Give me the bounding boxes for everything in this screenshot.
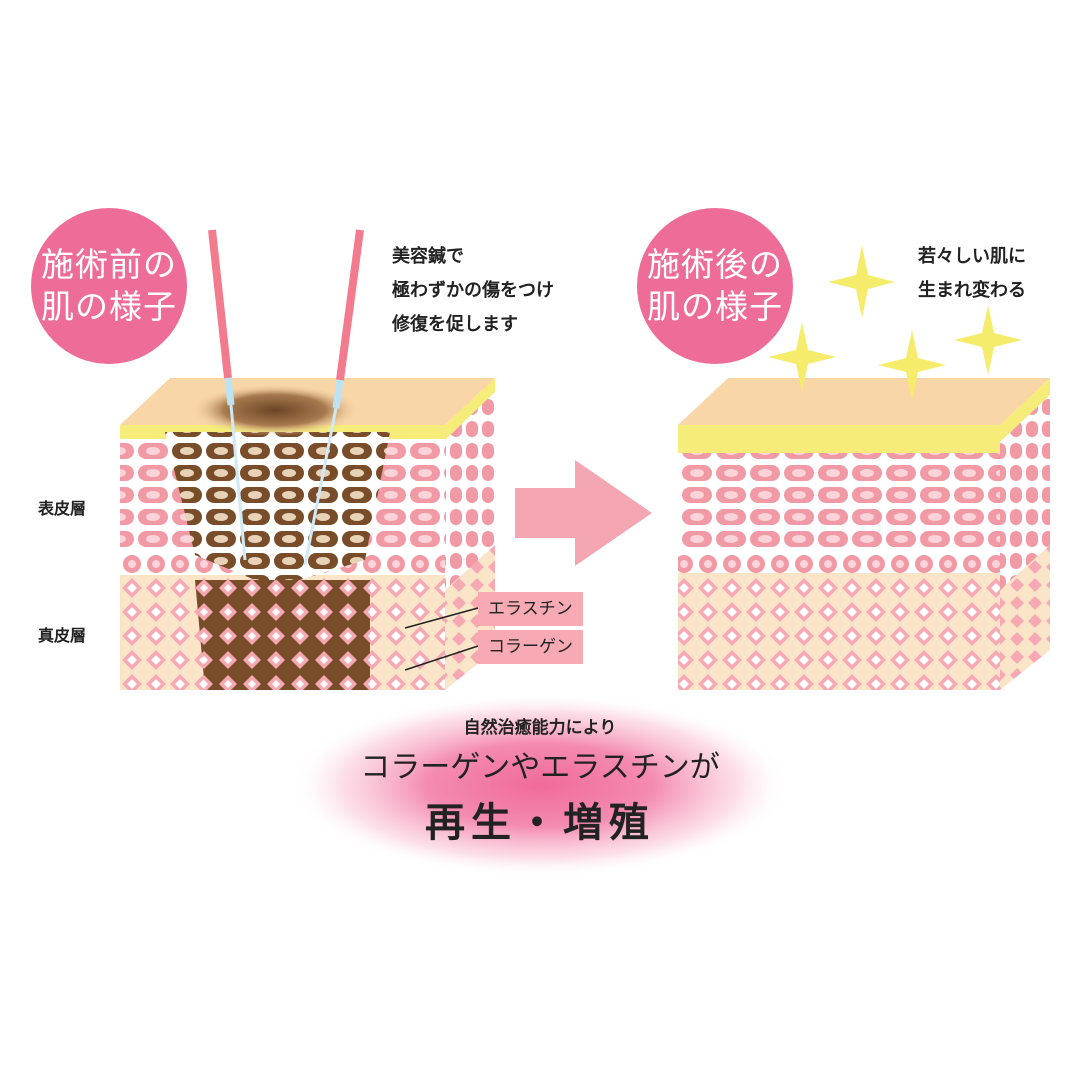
arrow-right-icon xyxy=(515,460,652,566)
collagen-tag: コラーゲン xyxy=(478,630,583,664)
elastin-pointer xyxy=(404,607,479,629)
skin-surface xyxy=(678,378,1050,425)
damaged-epidermis xyxy=(165,432,390,580)
skin-side-dermis xyxy=(1000,545,1050,690)
before-note: 美容鍼で 極わずかの傷をつけ 修復を促します xyxy=(392,240,554,342)
sparkle-icon xyxy=(954,305,1022,375)
skin-side-epidermis xyxy=(1000,395,1050,590)
result-caption: 自然治癒能力により コラーゲンやエラスチンが 再生・増殖 xyxy=(290,690,790,870)
result-line1: 自然治癒能力により xyxy=(463,717,617,738)
after-badge-line1: 施術後の xyxy=(647,245,783,284)
before-note-line3: 修復を促します xyxy=(392,314,518,335)
epidermis-label: 表皮層 xyxy=(38,499,87,518)
after-badge-line2: 肌の様子 xyxy=(647,287,783,326)
sparkle-icon xyxy=(878,330,946,400)
skin-block-before xyxy=(120,229,495,690)
before-badge: 施術前の 肌の様子 xyxy=(31,208,187,364)
basal-cells xyxy=(678,549,1000,573)
epidermis-cells xyxy=(678,453,1000,549)
sparkle-icon xyxy=(768,322,836,392)
dermis-label: 真皮層 xyxy=(38,626,87,645)
sparkle-icon xyxy=(828,245,895,318)
before-badge-line2: 肌の様子 xyxy=(41,287,177,326)
needle-icon xyxy=(303,229,364,566)
dermis-mesh xyxy=(678,573,1000,690)
after-note-line2: 生まれ変わる xyxy=(918,280,1026,301)
skin-side-epidermis xyxy=(445,378,495,600)
after-badge: 施術後の 肌の様子 xyxy=(637,208,793,364)
collagen-pointer xyxy=(404,645,479,671)
result-line2: コラーゲンやエラスチンが xyxy=(360,749,720,785)
skin-block-after xyxy=(678,378,1050,690)
before-note-line1: 美容鍼で xyxy=(392,246,464,267)
result-glow xyxy=(290,693,790,877)
result-line3: 再生・増殖 xyxy=(425,799,655,846)
elastin-tag: エラスチン xyxy=(478,592,583,626)
after-note: 若々しい肌に 生まれ変わる xyxy=(918,240,1026,308)
after-note-line1: 若々しい肌に xyxy=(918,246,1026,267)
before-note-line2: 極わずかの傷をつけ xyxy=(392,280,554,301)
stratum-corneum xyxy=(678,425,1000,453)
needle-icon xyxy=(208,229,247,561)
before-badge-line1: 施術前の xyxy=(41,245,177,284)
damaged-dermis xyxy=(195,580,370,690)
